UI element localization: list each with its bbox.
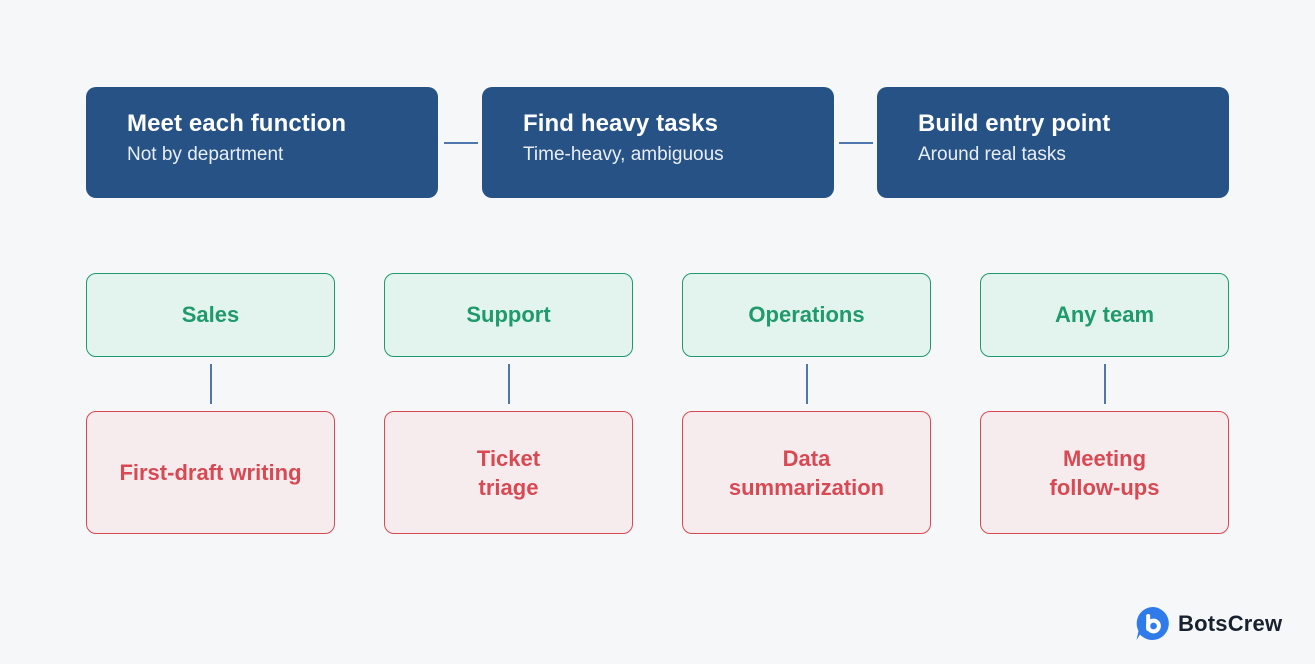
step-subtitle: Around real tasks bbox=[918, 144, 1066, 165]
task-ticket-triage: Ticket triage bbox=[384, 411, 633, 534]
team-any-team: Any team bbox=[980, 273, 1229, 357]
step-subtitle: Time-heavy, ambiguous bbox=[523, 144, 724, 165]
brand: BotsCrew bbox=[1134, 605, 1282, 642]
step-connector bbox=[839, 142, 873, 144]
task-meeting-follow-ups: Meeting follow-ups bbox=[980, 411, 1229, 534]
botscrew-logo-icon bbox=[1134, 605, 1171, 642]
step-title: Meet each function bbox=[127, 110, 347, 137]
step-find-heavy-tasks: Find heavy tasks Time-heavy, ambiguous bbox=[482, 87, 834, 198]
team-task-connector bbox=[1104, 364, 1106, 404]
team-operations: Operations bbox=[682, 273, 931, 357]
team-support: Support bbox=[384, 273, 633, 357]
step-connector bbox=[444, 142, 478, 144]
step-title: Find heavy tasks bbox=[523, 110, 719, 137]
step-title: Build entry point bbox=[918, 110, 1111, 137]
team-task-connector bbox=[806, 364, 808, 404]
step-build-entry-point: Build entry point Around real tasks bbox=[877, 87, 1229, 198]
team-task-connector bbox=[210, 364, 212, 404]
team-sales: Sales bbox=[86, 273, 335, 357]
team-task-connector bbox=[508, 364, 510, 404]
task-data-summarization: Data summarization bbox=[682, 411, 931, 534]
task-first-draft-writing: First-draft writing bbox=[86, 411, 335, 534]
step-meet-each-function: Meet each function Not by department bbox=[86, 87, 438, 198]
step-subtitle: Not by department bbox=[127, 144, 284, 165]
brand-name: BotsCrew bbox=[1178, 610, 1283, 636]
